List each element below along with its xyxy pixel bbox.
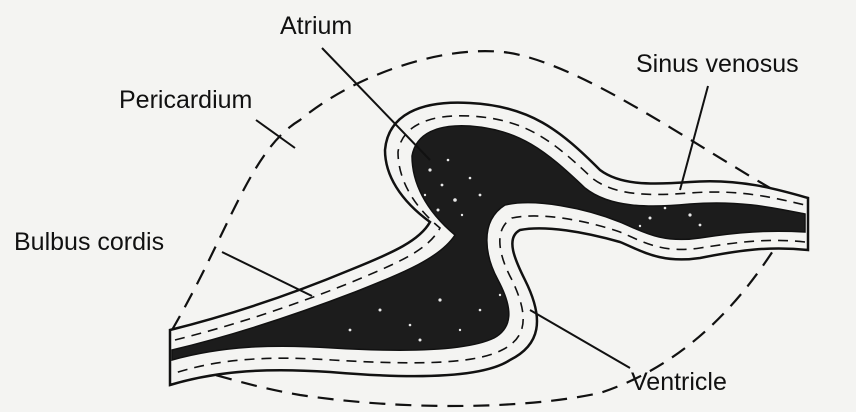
sinus-venosus-label: Sinus venosus — [636, 52, 799, 77]
atrium-label: Atrium — [280, 14, 352, 39]
leader-bulbus-cordis — [222, 252, 312, 296]
leader-atrium — [322, 48, 430, 160]
leader-pericardium — [256, 120, 295, 148]
leader-sinus-venosus — [680, 86, 708, 190]
bulbus-cordis-label: Bulbus cordis — [14, 230, 164, 255]
ventricle-label: Ventricle — [631, 370, 727, 395]
leader-ventricle — [530, 310, 630, 368]
pericardium-label: Pericardium — [119, 88, 252, 113]
